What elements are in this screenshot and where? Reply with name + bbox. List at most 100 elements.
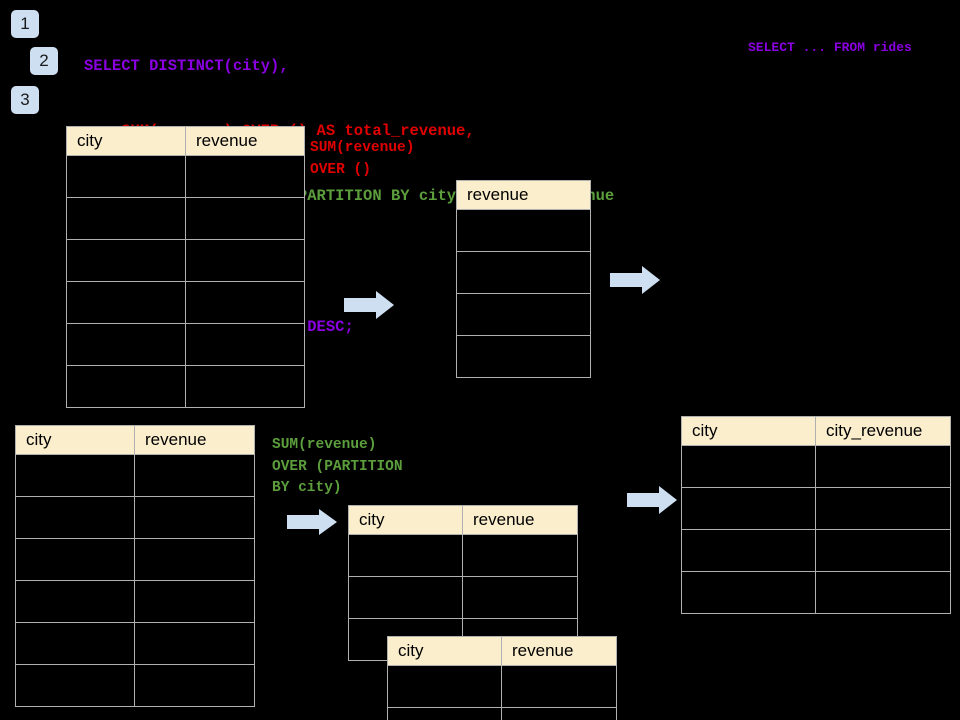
cell-revenue	[462, 534, 578, 577]
cell-revenue	[134, 664, 255, 707]
select-from-rides-note: SELECT ... FROM rides	[748, 40, 912, 55]
table-row	[66, 365, 305, 408]
table-header-row: city revenue	[387, 636, 617, 666]
cell-revenue	[462, 576, 578, 619]
cell-revenue	[456, 251, 591, 294]
sql-line-1: SELECT DISTINCT(city),	[84, 56, 289, 75]
cell-revenue	[185, 323, 305, 366]
cell-revenue	[185, 155, 305, 198]
table-row	[66, 281, 305, 324]
annotation-over-empty: SUM(revenue) OVER ()	[310, 140, 415, 178]
step-badge-3[interactable]: 3	[11, 86, 39, 114]
table-row	[15, 454, 255, 497]
annotation-partition-by-city: SUM(revenue) OVER (PARTITION BY city)	[272, 437, 403, 496]
step-badge-1[interactable]: 1	[11, 10, 39, 38]
column-header-revenue: revenue	[185, 126, 305, 156]
column-header-revenue: revenue	[501, 636, 617, 666]
cell-city	[66, 155, 186, 198]
cell-revenue	[501, 665, 617, 708]
table-row	[66, 197, 305, 240]
cell-city	[15, 454, 135, 497]
column-header-revenue: revenue	[456, 180, 591, 210]
table-header-row: city revenue	[15, 425, 255, 455]
cell-revenue	[134, 496, 255, 539]
cell-revenue	[185, 197, 305, 240]
cell-revenue	[456, 293, 591, 336]
table-rides-source-bottom: city revenue	[15, 425, 255, 707]
arrow-partition-to-final-icon	[627, 486, 677, 514]
table-row	[348, 534, 578, 577]
table-header-row: city revenue	[66, 126, 305, 156]
table-row	[456, 293, 591, 336]
table-row	[681, 445, 951, 488]
table-row	[681, 487, 951, 530]
column-header-city: city	[15, 425, 135, 455]
column-header-revenue: revenue	[462, 505, 578, 535]
column-header-revenue: revenue	[134, 425, 255, 455]
table-row	[66, 239, 305, 282]
table-total-revenue-result: revenue	[456, 180, 591, 378]
cell-revenue	[185, 239, 305, 282]
cell-revenue	[134, 538, 255, 581]
cell-city	[348, 534, 463, 577]
cell-city-revenue	[815, 487, 951, 530]
cell-city	[681, 487, 816, 530]
cell-city	[15, 538, 135, 581]
table-row	[456, 251, 591, 294]
cell-revenue	[134, 454, 255, 497]
column-header-city: city	[387, 636, 502, 666]
arrow-source-to-partition-icon	[287, 509, 337, 535]
table-partition-group-front: city revenue	[387, 636, 617, 720]
table-header-row: city city_revenue	[681, 416, 951, 446]
arrow-source-to-total-icon	[344, 291, 394, 319]
cell-revenue	[456, 335, 591, 378]
cell-city	[681, 529, 816, 572]
cell-city	[66, 197, 186, 240]
cell-city	[348, 576, 463, 619]
cell-city	[15, 664, 135, 707]
column-header-city-revenue: city_revenue	[815, 416, 951, 446]
cell-city-revenue	[815, 571, 951, 614]
cell-city	[681, 571, 816, 614]
table-row	[456, 335, 591, 378]
cell-city	[387, 665, 502, 708]
cell-city	[66, 281, 186, 324]
cell-revenue	[185, 365, 305, 408]
table-row	[681, 529, 951, 572]
table-row	[681, 571, 951, 614]
table-row	[66, 155, 305, 198]
table-row	[15, 496, 255, 539]
table-header-row: city revenue	[348, 505, 578, 535]
cell-city-revenue	[815, 529, 951, 572]
table-header-row: revenue	[456, 180, 591, 210]
cell-revenue	[185, 281, 305, 324]
table-row	[348, 576, 578, 619]
cell-city	[681, 445, 816, 488]
column-header-city: city	[681, 416, 816, 446]
table-row	[15, 622, 255, 665]
table-row	[456, 209, 591, 252]
column-header-city: city	[348, 505, 463, 535]
column-header-city: city	[66, 126, 186, 156]
cell-city	[66, 239, 186, 282]
table-row	[15, 664, 255, 707]
cell-city	[66, 365, 186, 408]
cell-revenue	[134, 580, 255, 623]
cell-revenue	[456, 209, 591, 252]
cell-city-revenue	[815, 445, 951, 488]
cell-city	[15, 622, 135, 665]
table-row	[387, 665, 617, 708]
table-final-city-revenue-result: city city_revenue	[681, 416, 951, 614]
table-row	[387, 707, 617, 720]
cell-city	[387, 707, 502, 720]
cell-revenue	[501, 707, 617, 720]
table-rides-source-top: city revenue	[66, 126, 305, 408]
cell-city	[15, 496, 135, 539]
cell-city	[66, 323, 186, 366]
cell-revenue	[134, 622, 255, 665]
step-badge-2[interactable]: 2	[30, 47, 58, 75]
cell-city	[15, 580, 135, 623]
arrow-total-to-final-icon	[610, 266, 660, 294]
table-partition-group-back: city revenue	[348, 505, 578, 661]
